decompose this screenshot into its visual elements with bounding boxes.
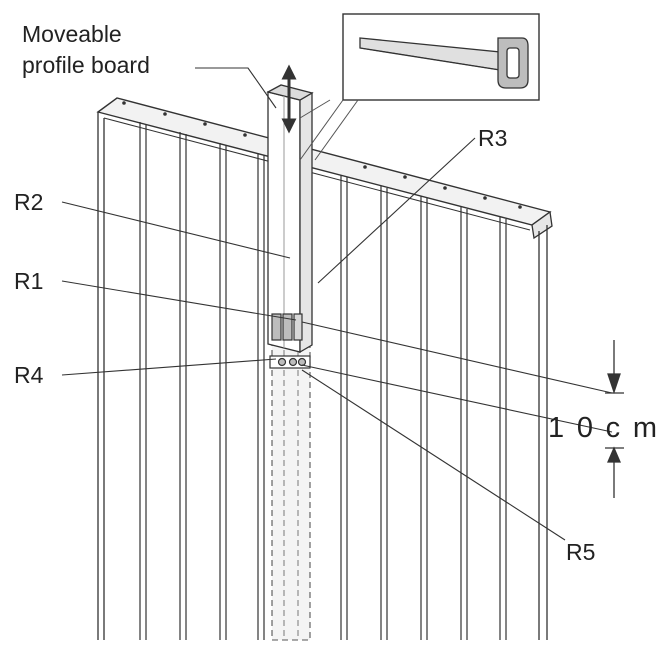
leader-r5 xyxy=(301,369,566,541)
label-profile-line2: profile board xyxy=(22,52,150,78)
label-r3: R3 xyxy=(478,125,507,151)
leader-r4 xyxy=(61,358,277,376)
dimension-marker xyxy=(605,340,624,498)
saw-icon xyxy=(359,37,529,89)
dim-extension-bottom xyxy=(301,364,613,433)
moveable-profile-board xyxy=(266,84,314,641)
leader-r2 xyxy=(61,201,291,259)
panel-top-rail xyxy=(103,117,531,231)
label-r1: R1 xyxy=(14,268,43,294)
label-r2: R2 xyxy=(14,189,43,215)
panel-top-edge xyxy=(96,97,552,226)
wall-panel xyxy=(96,97,553,640)
sensor-r1-blocks xyxy=(271,313,303,341)
label-dimension: 10cm xyxy=(548,412,660,444)
leader-profile xyxy=(195,67,277,109)
leader-r3 xyxy=(317,137,476,284)
label-r5: R5 xyxy=(566,539,595,565)
saw-inset xyxy=(299,13,540,161)
dim-extension-top xyxy=(301,321,613,394)
panel-right-cap xyxy=(531,210,553,240)
leader-r1 xyxy=(61,280,297,321)
label-profile-line1: Moveable xyxy=(22,21,122,47)
panel-ribs xyxy=(139,122,507,640)
panel-top-rivets xyxy=(122,101,522,209)
sensor-r4-r5-blocks xyxy=(269,355,311,369)
leader-lines xyxy=(61,67,613,541)
label-r4: R4 xyxy=(14,362,44,388)
profile-board-side xyxy=(299,91,313,354)
